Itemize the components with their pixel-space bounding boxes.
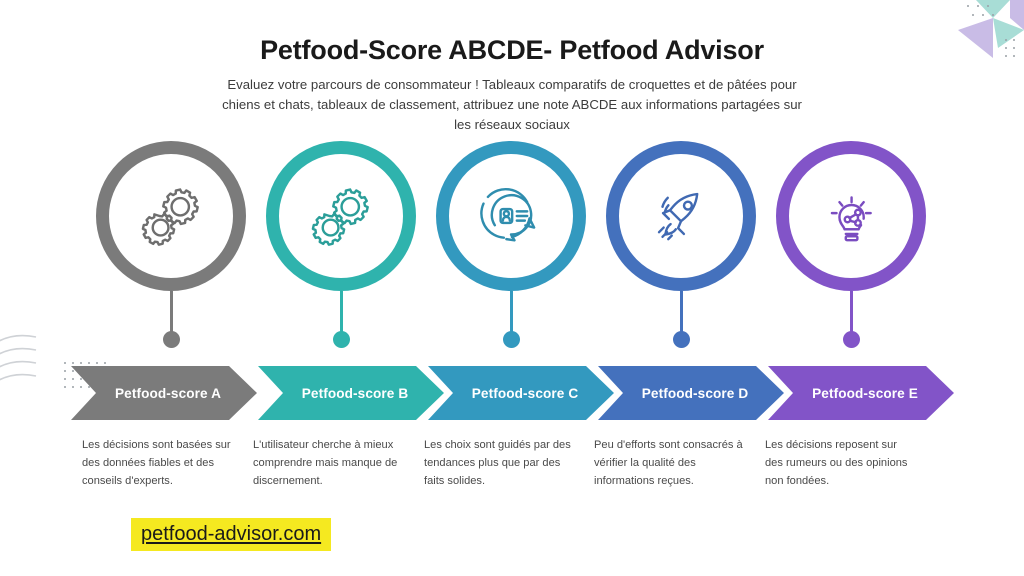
icon-circles-row xyxy=(0,141,1024,366)
step-circle-d xyxy=(606,141,756,348)
step-circle-e xyxy=(776,141,926,348)
gears-icon xyxy=(266,141,416,291)
footer: petfood-advisor.com xyxy=(131,518,332,551)
step-descriptions-row: Les décisions sont basées sur des donnée… xyxy=(0,437,1024,499)
header: Petfood-Score ABCDE- Petfood Advisor Eva… xyxy=(0,35,1024,135)
page-title: Petfood-Score ABCDE- Petfood Advisor xyxy=(260,35,764,65)
connector-dot-b xyxy=(333,331,350,348)
connector-dot-d xyxy=(673,331,690,348)
rocket-icon xyxy=(606,141,756,291)
step-description-e: Les décisions reposent sur des rumeurs o… xyxy=(765,439,908,487)
step-description-d: Peu d'efforts sont consacrés à vérifier … xyxy=(594,439,743,487)
arrow-label-e: Petfood-score E xyxy=(812,385,918,401)
connector-stem-b xyxy=(340,291,343,335)
arrow-label-b: Petfood-score B xyxy=(301,385,409,401)
arrow-label-d: Petfood-score D xyxy=(641,385,749,401)
connector-stem-d xyxy=(680,291,683,335)
connector-stem-c xyxy=(510,291,513,335)
arrow-banner-d[interactable]: Petfood-score D xyxy=(598,366,784,420)
lightbulb-network-icon xyxy=(776,141,926,291)
connector-dot-e xyxy=(843,331,860,348)
connector-stem-a xyxy=(170,291,173,335)
gears-icon xyxy=(96,141,246,291)
step-circle-b xyxy=(266,141,416,348)
step-circle-c xyxy=(436,141,586,348)
connector-dot-a xyxy=(163,331,180,348)
connector-dot-c xyxy=(503,331,520,348)
arrow-label-c: Petfood-score C xyxy=(471,385,579,401)
arrow-banners-row: Petfood-score A Petfood-score B Petfood-… xyxy=(0,366,1024,420)
arrow-banner-a[interactable]: Petfood-score A xyxy=(71,366,257,420)
page-subtitle: Evaluez votre parcours de consommateur !… xyxy=(222,76,802,132)
arrow-banner-c[interactable]: Petfood-score C xyxy=(428,366,614,420)
arrow-banner-b[interactable]: Petfood-score B xyxy=(258,366,444,420)
step-description-a: Les décisions sont basées sur des donnée… xyxy=(82,439,231,487)
website-link[interactable]: petfood-advisor.com xyxy=(131,518,332,551)
step-description-c: Les choix sont guidés par des tendances … xyxy=(424,439,571,487)
step-circle-a xyxy=(96,141,246,348)
arrow-banner-e[interactable]: Petfood-score E xyxy=(768,366,954,420)
connector-stem-e xyxy=(850,291,853,335)
arrow-label-a: Petfood-score A xyxy=(115,385,221,401)
step-description-b: L'utilisateur cherche à mieux comprendre… xyxy=(253,439,398,487)
profile-chat-bubble-icon xyxy=(436,141,586,291)
